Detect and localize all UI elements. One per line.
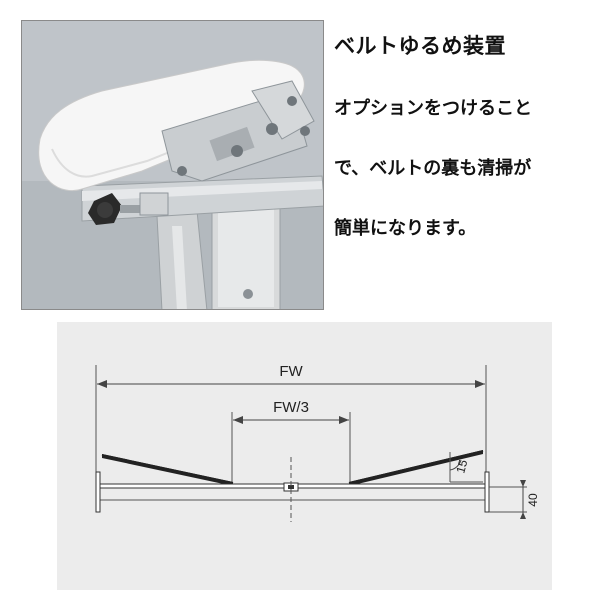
caption-line: オプションをつけること bbox=[334, 98, 532, 119]
caption-line: 簡単になります。 bbox=[334, 218, 477, 239]
knob-icon bbox=[88, 193, 146, 225]
conveyor-illustration bbox=[22, 21, 323, 309]
belt-profile bbox=[101, 450, 484, 486]
product-photo bbox=[21, 20, 324, 310]
caption-body: オプションをつけること で、ベルトの裏も清掃が 簡単になります。 bbox=[334, 64, 594, 274]
height-dimension: 40 bbox=[489, 480, 540, 519]
caption-line: で、ベルトの裏も清掃が bbox=[334, 158, 532, 179]
frame-base bbox=[95, 457, 490, 522]
fw3-label: FW/3 bbox=[273, 399, 309, 416]
fw-label: FW bbox=[279, 363, 303, 380]
height-label: 40 bbox=[526, 493, 540, 507]
caption-title: ベルトゆるめ装置 bbox=[334, 34, 506, 58]
belt-profile-drawing: FW FW/3 bbox=[95, 363, 540, 522]
angle-label: 15° bbox=[453, 453, 471, 474]
caption-block: ベルトゆるめ装置 オプションをつけること で、ベルトの裏も清掃が 簡単になります… bbox=[334, 32, 594, 274]
fw3-dimension: FW/3 bbox=[231, 399, 351, 482]
angle-marker: 15° bbox=[449, 452, 483, 483]
dimension-diagram: FW FW/3 bbox=[57, 322, 552, 590]
